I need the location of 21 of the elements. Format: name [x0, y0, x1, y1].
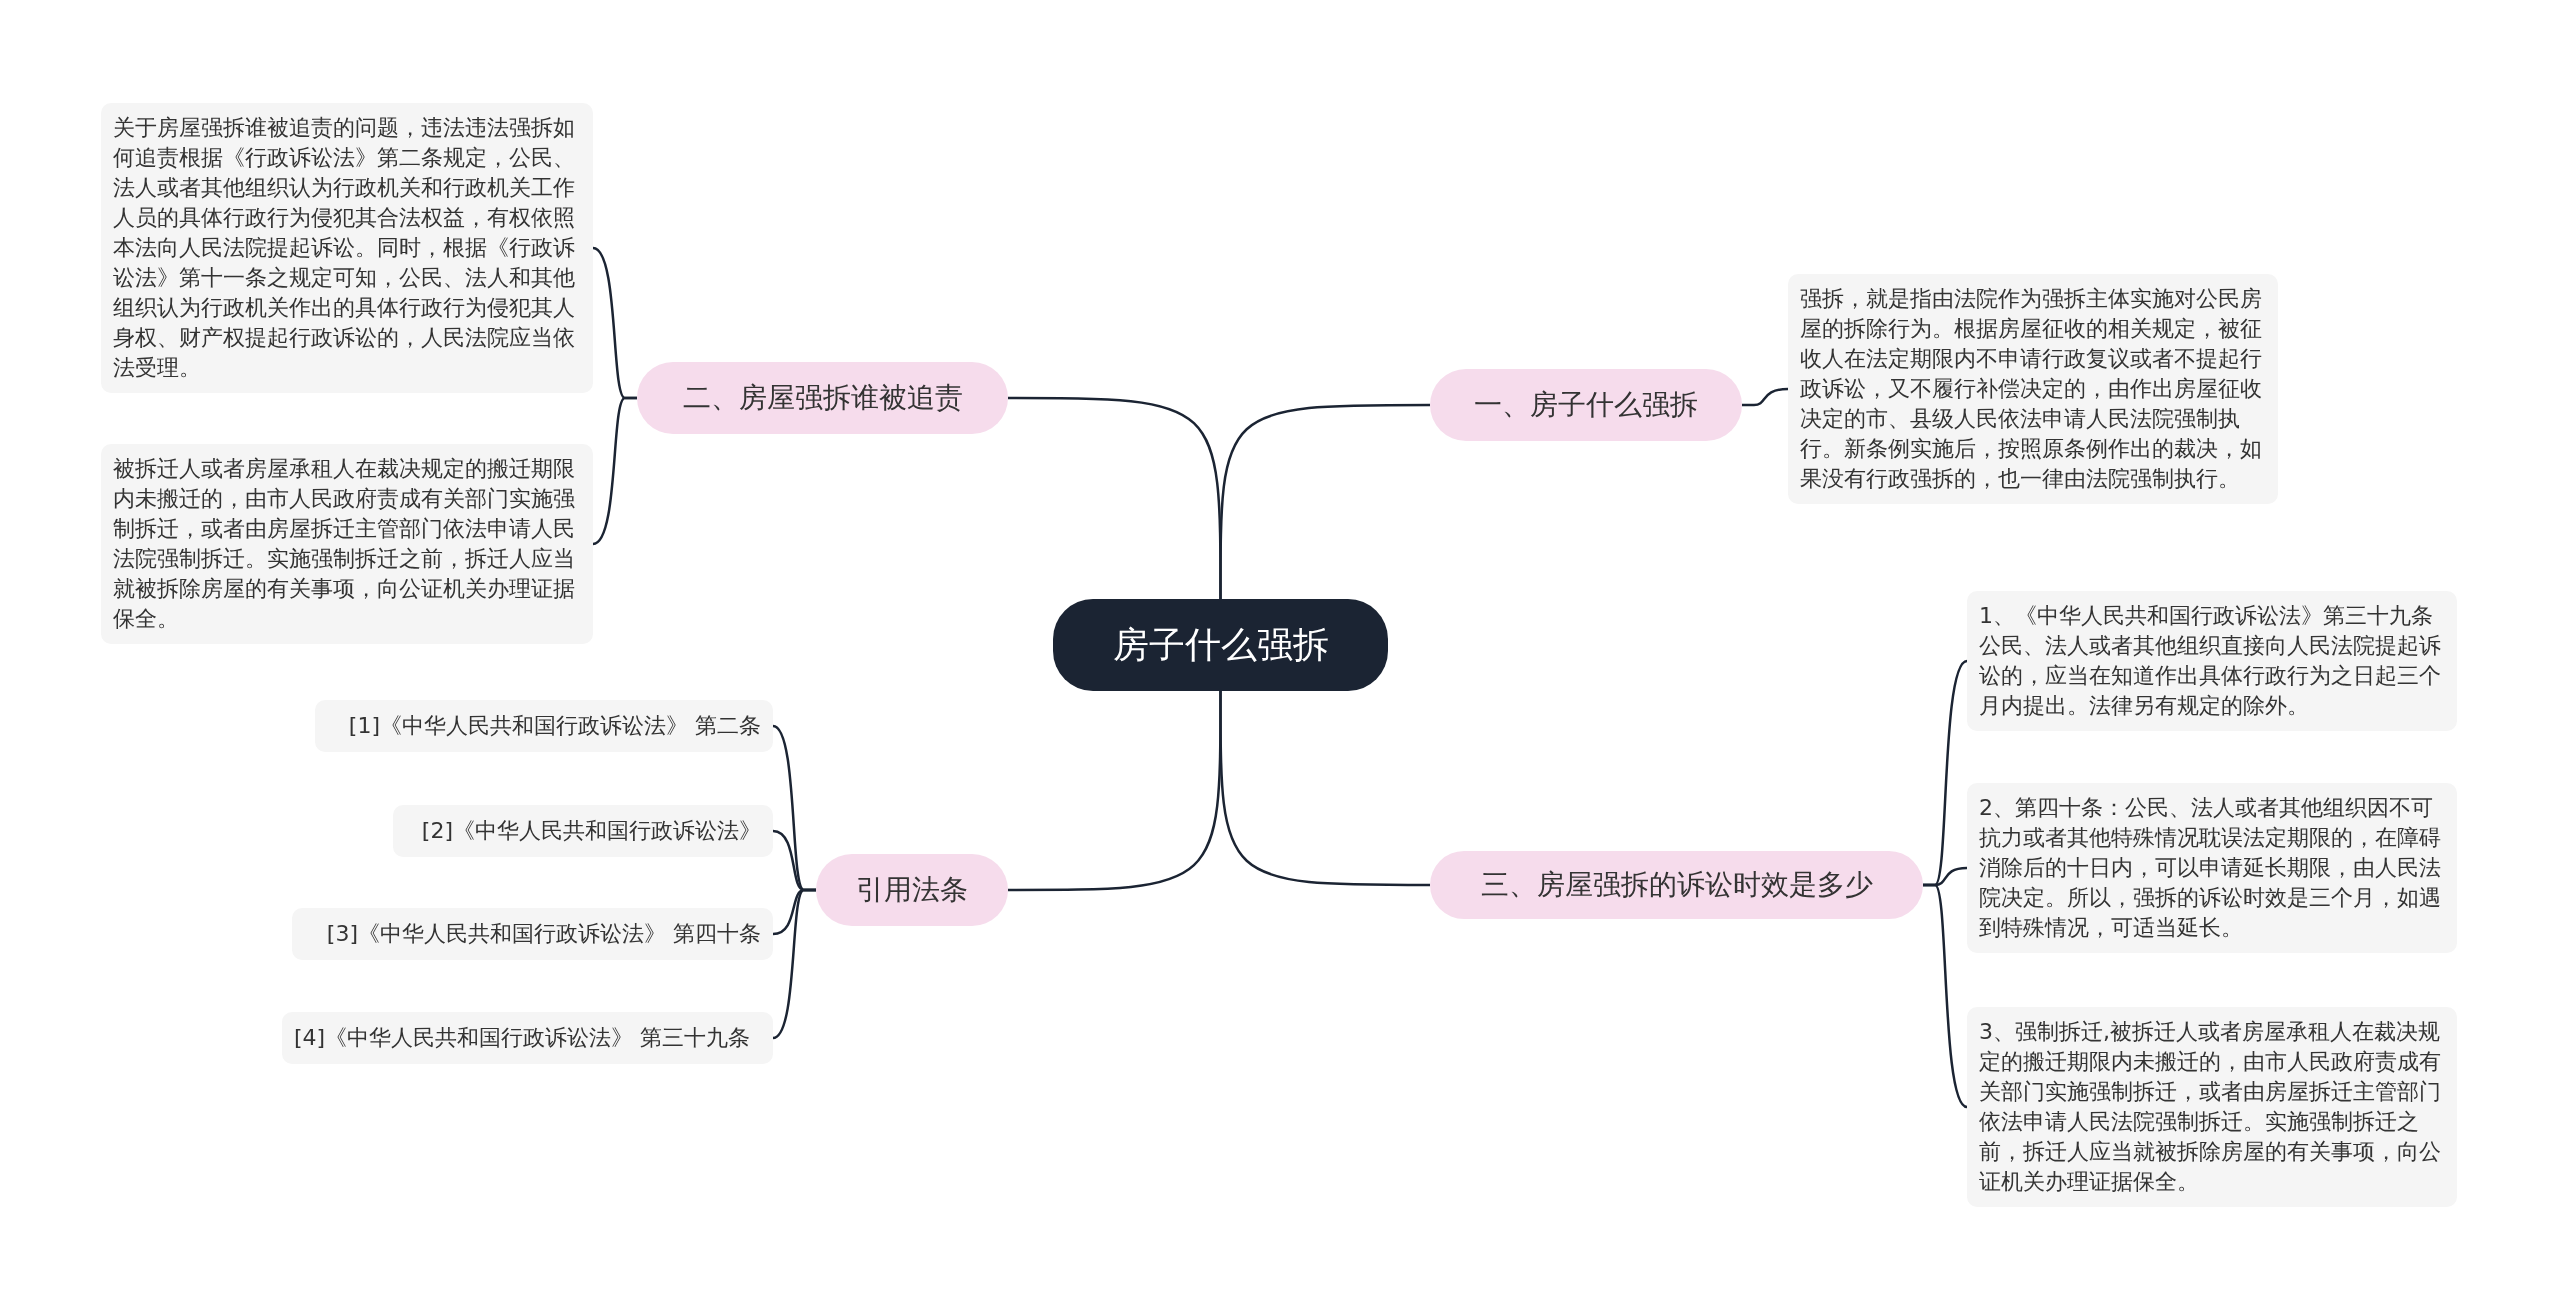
- topic-box: 一、房子什么强拆: [1430, 369, 1742, 441]
- connector-line: [1923, 883, 1968, 1108]
- connector-line: [772, 888, 816, 1040]
- connector-line: [1008, 691, 1222, 892]
- citation-card: [3]《中华人民共和国行政诉讼法》 第四十条: [292, 908, 773, 960]
- citation-card: [4]《中华人民共和国行政诉讼法》 第三十九条: [282, 1012, 773, 1064]
- citation-card: [2]《中华人民共和国行政诉讼法》: [393, 805, 773, 857]
- citation-card: [1]《中华人民共和国行政诉讼法》 第二条: [315, 700, 773, 752]
- topic-box: 引用法条: [816, 854, 1008, 926]
- text-card: 关于房屋强拆谁被追责的问题，违法违法强拆如何追责根据《行政诉讼法》第二条规定，公民、法人或者其他组织认为行政机关和行政机关工作人员的具体行政行为侵犯其合法权益，有权依照本法向人民法院提起诉讼。同时，根据《行政诉讼法》第十一条之规定可知，公民、法人和其他组织认为行政机关作出的具体行政行为侵犯其人身权、财产权提起行政诉讼的，人民法院应当依法受理。: [101, 103, 593, 393]
- connector-line: [1742, 387, 1789, 407]
- text-card: 3、强制拆迁,被拆迁人或者房屋承租人在裁决规定的搬迁期限内未搬迁的，由市人民政府责成有关部门实施强制拆迁，或者由房屋拆迁主管部门依法申请人民法院强制拆迁。实施强制拆迁之前，拆迁人应当就被拆除房屋的有关事项，向公证机关办理证据保全。: [1967, 1007, 2457, 1207]
- text-card: 强拆，就是指由法院作为强拆主体实施对公民房屋的拆除行为。根据房屋征收的相关规定，被征收人在法定期限内不申请行政复议或者不提起行政诉讼，又不履行补偿决定的，由作出房屋征收决定的市、县级人民依法申请人民法院强制执行。新条例实施后，按照原条例作出的裁决，如果没有行政强拆的，也一律由法院强制执行。: [1788, 274, 2278, 504]
- topic-box: 二、房屋强拆谁被追责: [637, 362, 1008, 434]
- text-card: 被拆迁人或者房屋承租人在裁决规定的搬迁期限内未搬迁的，由市人民政府责成有关部门实施强制拆迁，或者由房屋拆迁主管部门依法申请人民法院强制拆迁。实施强制拆迁之前，拆迁人应当就被拆除房屋的有关事项，向公证机关办理证据保全。: [101, 444, 593, 644]
- connector-line: [1008, 396, 1222, 599]
- connector-line: [592, 396, 637, 546]
- topic-box: 三、房屋强拆的诉讼时效是多少: [1430, 851, 1923, 919]
- central-topic: 房子什么强拆: [1053, 599, 1388, 691]
- text-card: 2、第四十条：公民、法人或者其他组织因不可抗力或者其他特殊情况耽误法定期限的，在障碍消除后的十日内，可以申请延长期限，由人民法院决定。所以，强拆的诉讼时效是三个月，如遇到特殊情况，可适当延长。: [1967, 783, 2457, 953]
- text-card: 1、《中华人民共和国行政诉讼法》第三十九条公民、法人或者其他组织直接向人民法院提起诉讼的，应当在知道作出具体行政行为之日起三个月内提出。法律另有规定的除外。: [1967, 591, 2457, 731]
